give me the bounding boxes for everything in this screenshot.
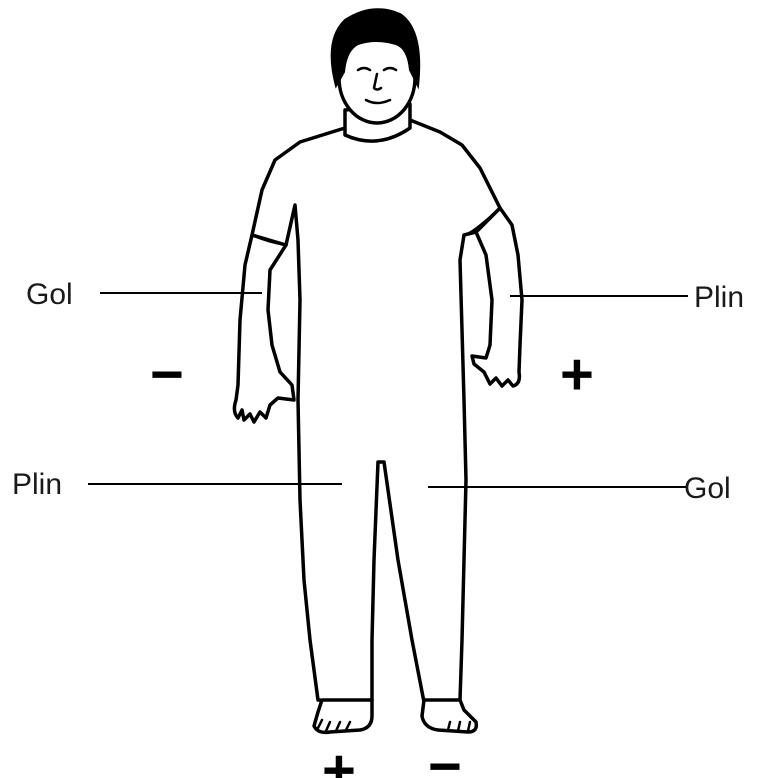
sign-left-foot: +	[322, 738, 356, 778]
human-figure	[234, 9, 522, 732]
left-foot	[314, 700, 372, 732]
sign-right-hand: +	[560, 342, 594, 407]
label-gol-upper-left: Gol	[26, 278, 73, 311]
sign-left-hand: −	[150, 342, 184, 407]
torso-and-legs	[252, 120, 500, 702]
label-plin-lower-left: Plin	[12, 468, 62, 501]
label-plin-upper-right: Plin	[694, 281, 744, 314]
sign-right-foot: −	[428, 734, 462, 778]
label-gol-lower-right: Gol	[684, 472, 731, 505]
left-arm	[234, 235, 294, 422]
